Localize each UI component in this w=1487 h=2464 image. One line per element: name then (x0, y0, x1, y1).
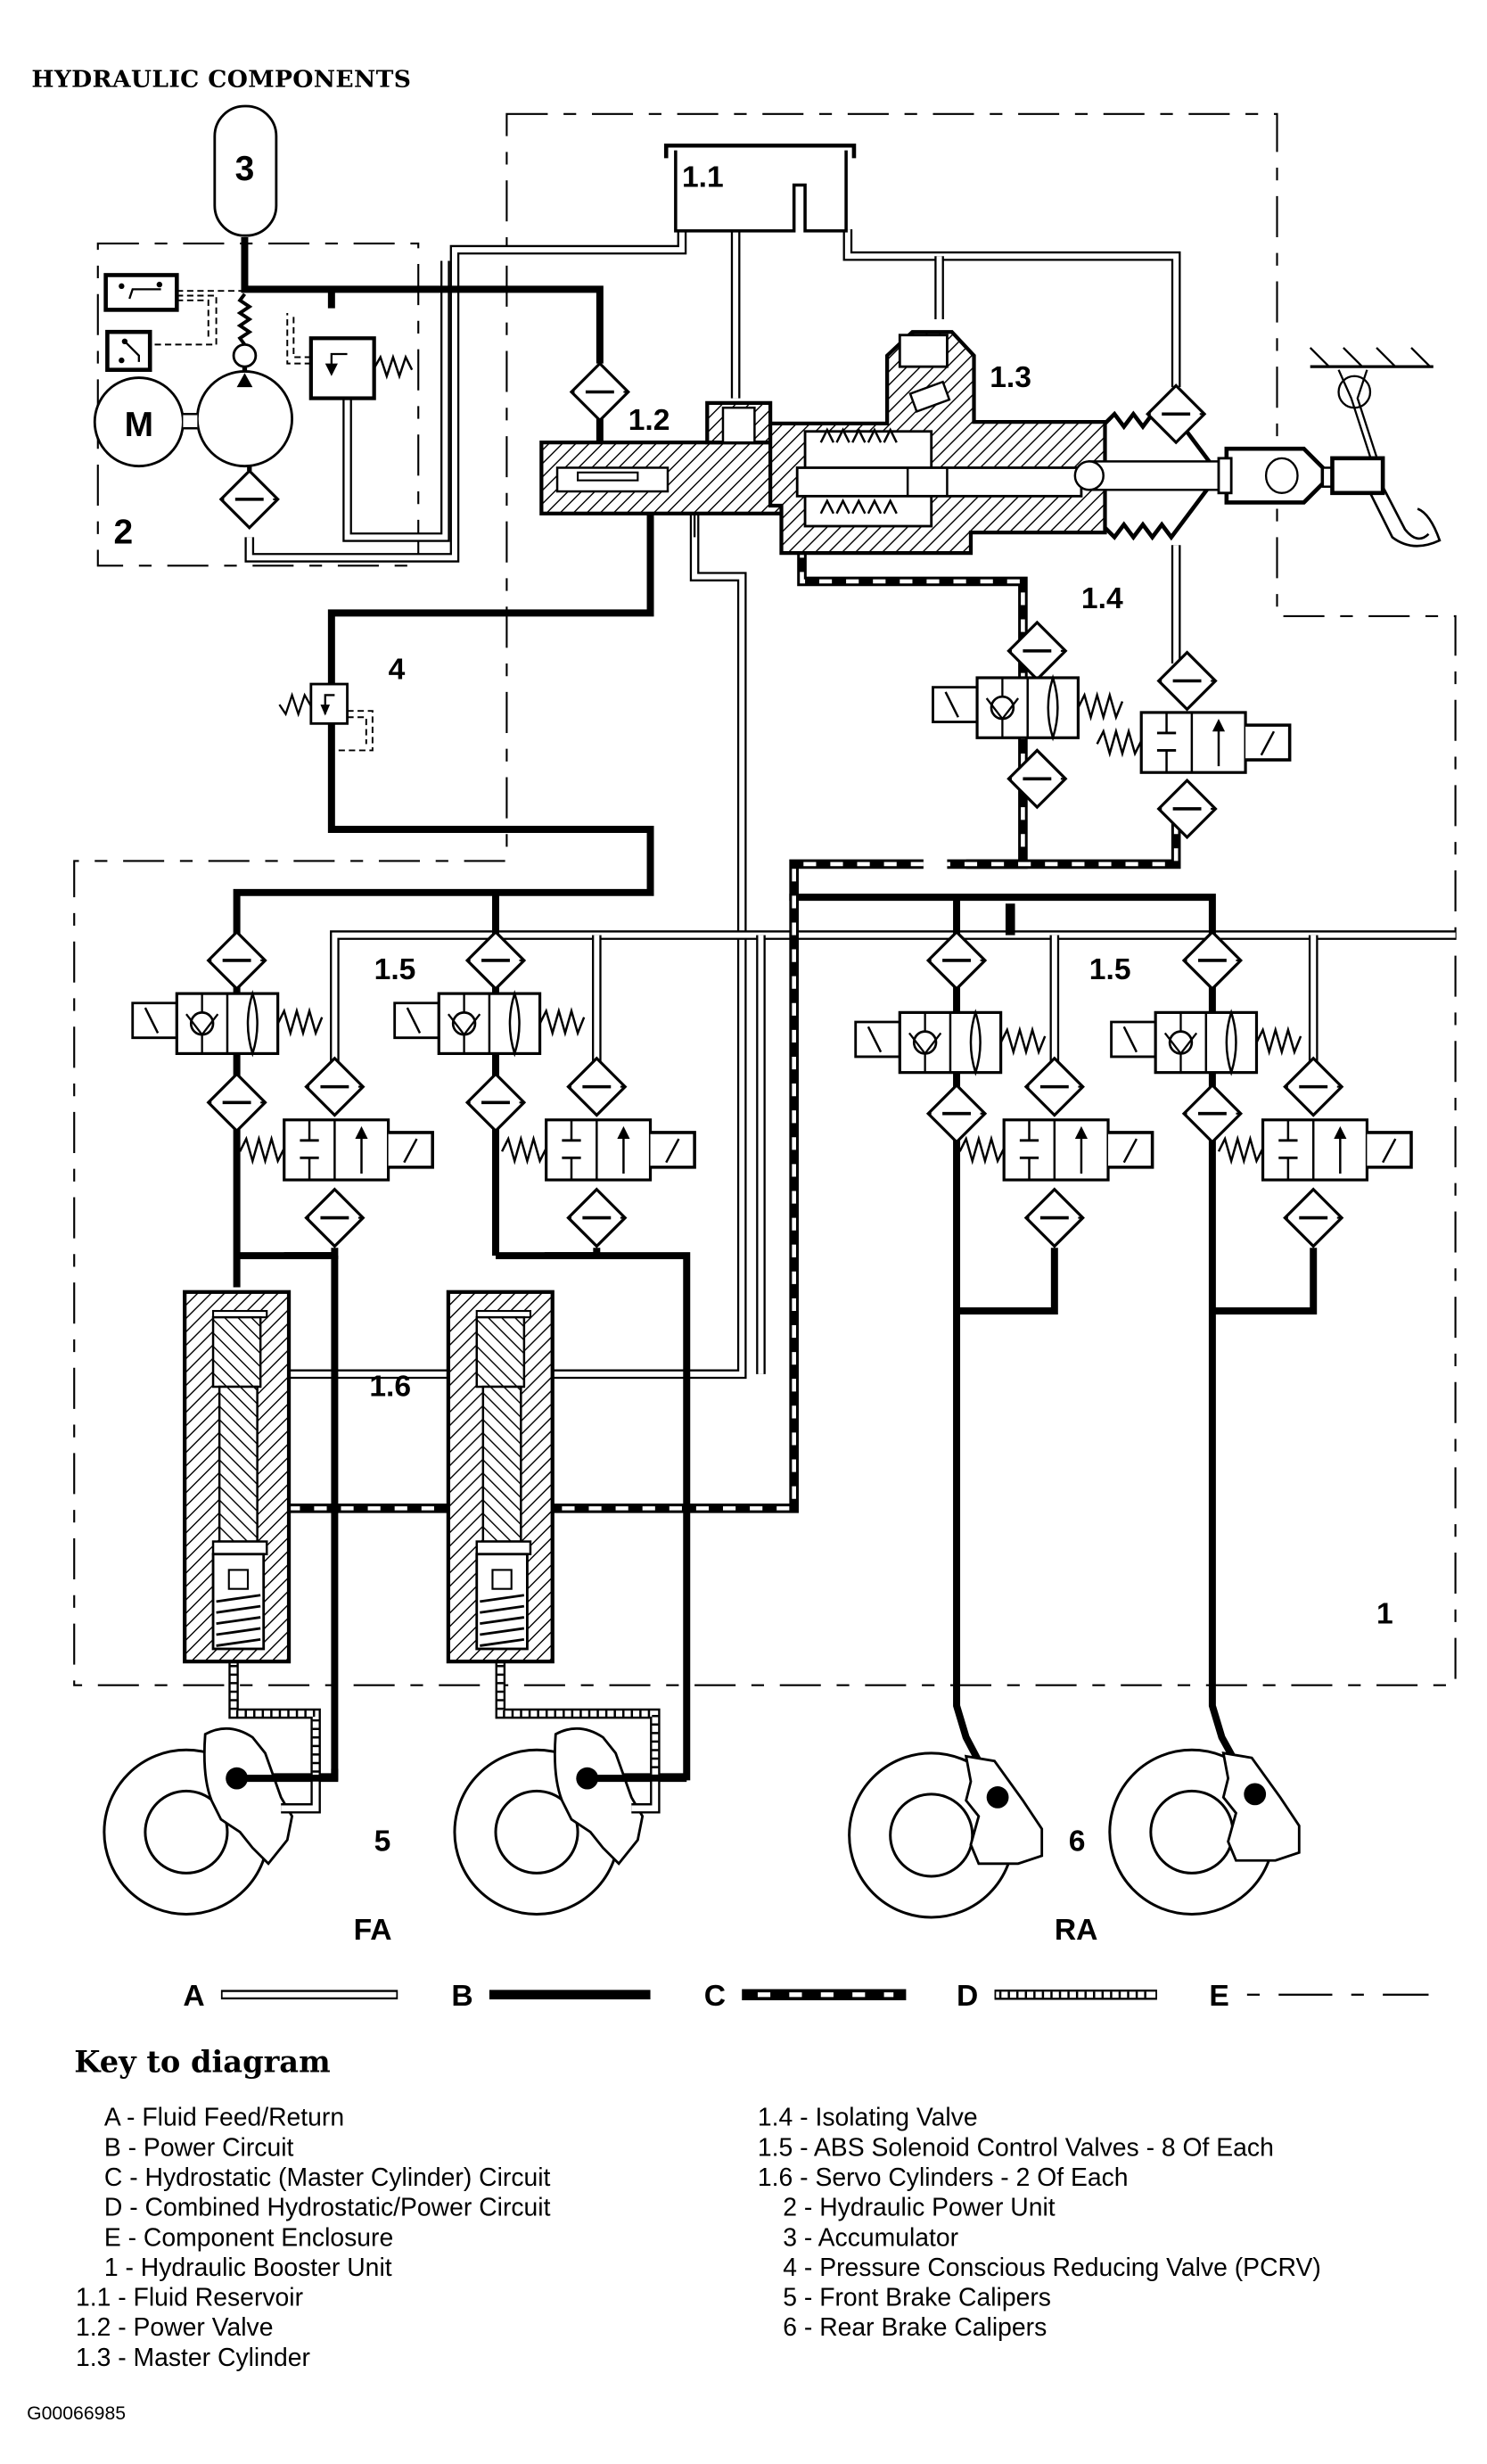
diagram-title: HYDRAULIC COMPONENTS (31, 66, 411, 94)
key-item: E - Component Enclosure (104, 2223, 393, 2252)
legend-item-b: B (451, 1980, 651, 2013)
rear-brake-left (848, 1751, 1044, 1919)
label-power-unit: 2 (113, 513, 133, 551)
legend-letter-a: A (183, 1980, 204, 2013)
abs-valve-front-right (393, 930, 696, 1248)
key-item: 3 - Accumulator (783, 2223, 958, 2252)
servo-cylinder-left (185, 1292, 289, 1661)
enclosure-booster-unit (73, 112, 1457, 1686)
key-item: 1 - Hydraulic Booster Unit (104, 2254, 392, 2282)
key-item: 1.4 - Isolating Valve (758, 2104, 978, 2132)
front-brake-left (103, 1726, 339, 1916)
label-booster-unit: 1 (1376, 1598, 1393, 1631)
abs-valve-rear-right (1109, 930, 1413, 1248)
key-item: 5 - Front Brake Calipers (783, 2284, 1051, 2312)
pump-assembly: M (93, 293, 293, 530)
legend-letter-d: D (957, 1980, 978, 2013)
front-brake-right (453, 1726, 687, 1916)
key-right-column: 1.4 - Isolating Valve 1.5 - ABS Solenoid… (758, 2104, 1321, 2343)
key-item: B - Power Circuit (104, 2133, 294, 2162)
label-master-cylinder: 1.3 (990, 361, 1031, 394)
line-legend: A B C D E (183, 1980, 1429, 2013)
pressure-switches (103, 273, 245, 372)
legend-letter-e: E (1209, 1980, 1228, 2013)
key-item: 1.2 - Power Valve (76, 2313, 273, 2342)
key-item: D - Combined Hydrostatic/Power Circuit (104, 2194, 551, 2222)
key-item: 1.5 - ABS Solenoid Control Valves - 8 Of… (758, 2133, 1274, 2162)
figure-id: G00066985 (27, 2402, 126, 2424)
fluid-reservoir: 1.1 (663, 143, 857, 233)
label-pcrv: 4 (389, 654, 406, 687)
key-left-column: A - Fluid Feed/Return B - Power Circuit … (76, 2104, 551, 2372)
master-cylinder: 1.3 (768, 330, 1107, 556)
label-isolating-valve: 1.4 (1081, 582, 1123, 615)
key-item: 6 - Rear Brake Calipers (783, 2313, 1047, 2342)
accumulator: 3 (213, 104, 278, 237)
brake-pedal (1309, 347, 1442, 548)
label-rear-calipers: 6 (1069, 1825, 1086, 1858)
key-title: Key to diagram (74, 2044, 330, 2080)
legend-item-a: A (183, 1980, 398, 2013)
label-abs-valves-left: 1.5 (374, 953, 416, 986)
legend-item-c: C (704, 1980, 907, 2013)
fluid-feed-lines (244, 229, 1456, 1380)
label-abs-valves-right: 1.5 (1089, 953, 1131, 986)
key-item: 1.1 - Fluid Reservoir (76, 2284, 303, 2312)
servo-cylinder-right (448, 1292, 553, 1661)
label-front-calipers: 5 (374, 1825, 391, 1858)
power-valve: 1.2 (539, 400, 796, 515)
label-rear-axle: RA (1055, 1914, 1098, 1947)
legend-letter-c: C (704, 1980, 726, 2013)
label-motor: M (125, 406, 153, 444)
label-front-axle: FA (354, 1914, 392, 1947)
key-item: 1.6 - Servo Cylinders - 2 Of Each (758, 2163, 1129, 2192)
isolating-valve-group (931, 621, 1292, 839)
label-reservoir: 1.1 (682, 161, 724, 194)
key-item: A - Fluid Feed/Return (104, 2104, 344, 2132)
rear-brake-right (1108, 1748, 1301, 1916)
legend-item-e: E (1209, 1980, 1429, 2013)
label-accumulator: 3 (235, 150, 255, 188)
key-item: 1.3 - Master Cylinder (76, 2344, 310, 2372)
hydrostatic-lines (287, 545, 1181, 1513)
key-item: 2 - Hydraulic Power Unit (783, 2194, 1056, 2222)
pcrv-valve: 4 (278, 654, 406, 752)
label-power-valve: 1.2 (628, 404, 670, 437)
pushrod-boot (1073, 410, 1385, 541)
combined-circuit-lines (228, 1639, 661, 1782)
key-item: 4 - Pressure Conscious Reducing Valve (P… (783, 2254, 1321, 2282)
key-item: C - Hydrostatic (Master Cylinder) Circui… (104, 2163, 551, 2192)
label-servo-cylinders: 1.6 (369, 1371, 411, 1404)
relief-valve (286, 312, 414, 400)
legend-item-d: D (957, 1980, 1157, 2013)
legend-letter-b: B (451, 1980, 472, 2013)
